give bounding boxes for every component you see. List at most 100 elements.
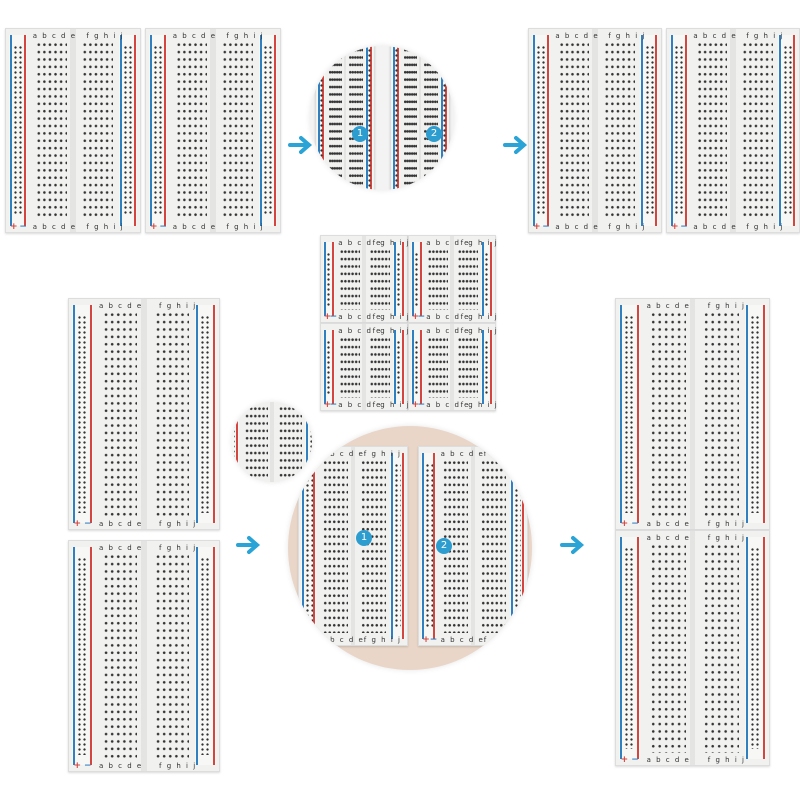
power-rail — [439, 46, 448, 190]
terminal-strip — [336, 324, 391, 410]
power-rail — [322, 242, 335, 316]
arrow-right-icon — [288, 135, 314, 155]
column-labels: a b c d e — [320, 636, 365, 644]
plus-symbol: + — [532, 222, 541, 232]
column-labels: f g h i j — [372, 401, 411, 409]
power-rail — [72, 305, 93, 523]
column-labels: a b c d e — [426, 401, 470, 409]
column-labels: a b c d e — [338, 313, 382, 321]
power-rail — [118, 35, 138, 226]
terminal-strip — [424, 236, 479, 322]
arrow-right-icon — [560, 535, 586, 555]
terminal-strip — [438, 447, 507, 645]
column-labels: f g h i j — [372, 313, 411, 321]
terminal-strip — [326, 46, 363, 190]
arrow-right-icon — [503, 135, 529, 155]
plus-symbol: + — [323, 400, 332, 410]
column-labels: f g h i j — [159, 302, 197, 310]
power-rail — [619, 537, 641, 759]
terminal-strip — [424, 324, 479, 410]
terminal-strip — [644, 299, 742, 529]
zoom-detail-circle: a b c d ef g h i ja b c d ef g h i j+−a … — [310, 46, 454, 190]
plus-symbol: + — [73, 761, 82, 771]
column-labels: f g h i j — [86, 223, 125, 231]
power-rail — [744, 305, 766, 523]
plus-symbol: + — [323, 312, 332, 322]
power-rail — [531, 35, 551, 226]
column-labels: a b c d e — [172, 223, 217, 231]
step-badge-2: 2 — [436, 538, 452, 554]
column-labels: f g h i j — [226, 32, 265, 40]
plus-symbol: + — [302, 635, 310, 645]
terminal-strip — [336, 236, 391, 322]
column-labels: a b c d e — [426, 239, 470, 247]
column-labels: a b c d e — [426, 313, 470, 321]
column-labels: f g h i j — [707, 534, 746, 542]
column-labels: a b c d e — [440, 450, 485, 458]
step-badge-1: 1 — [356, 530, 372, 546]
power-rail — [509, 453, 525, 639]
breadboard-closeup: a b c d ef g h i ja b c d ef g h i j+− — [315, 46, 375, 190]
column-labels: a b c d e — [693, 223, 738, 231]
power-rail — [410, 330, 423, 404]
plus-symbol: + — [620, 519, 629, 529]
power-rail — [258, 35, 278, 226]
column-labels: f g h i j — [460, 313, 499, 321]
column-labels: a b c d e — [646, 520, 691, 528]
power-rail — [393, 330, 406, 404]
terminal-strip — [241, 402, 304, 482]
terminal-strip — [30, 29, 116, 232]
column-labels: f g h i j — [86, 32, 125, 40]
power-rail — [777, 35, 797, 226]
column-labels: a b c d e — [440, 636, 485, 644]
column-labels: f g h i j — [483, 636, 522, 644]
column-labels: a b c d e — [99, 544, 143, 552]
arrow-right-icon — [236, 535, 262, 555]
terminal-strip — [553, 29, 638, 232]
column-labels: f g h i j — [608, 32, 646, 40]
column-labels: f g h i j — [483, 450, 522, 458]
terminal-strip — [691, 29, 776, 232]
minus-symbol: − — [159, 222, 167, 232]
step-badge-2: 2 — [426, 126, 442, 142]
power-rail — [392, 46, 401, 190]
minus-symbol: − — [329, 400, 338, 410]
minus-symbol: − — [233, 481, 241, 482]
power-rail — [744, 537, 766, 759]
power-rail — [322, 330, 335, 404]
column-labels: f g h i j — [282, 402, 312, 404]
column-labels: f g h i j — [363, 450, 402, 458]
column-labels: a b c d e — [99, 520, 143, 528]
minus-symbol: − — [309, 635, 318, 645]
power-rail — [195, 547, 216, 765]
plus-symbol: + — [10, 222, 18, 232]
power-rail — [195, 305, 216, 523]
column-labels: a b c d e — [32, 32, 77, 40]
minus-symbol: − — [429, 635, 438, 645]
minus-symbol: − — [631, 519, 639, 529]
power-rail — [410, 242, 423, 316]
terminal-strip — [96, 299, 192, 529]
minus-symbol: − — [417, 312, 426, 322]
column-labels: f g h i j — [363, 636, 402, 644]
column-labels: a b c d e — [320, 450, 365, 458]
power-rail — [389, 453, 405, 639]
column-labels: a b c d e — [172, 32, 217, 40]
power-rail — [619, 305, 641, 523]
column-labels: f g h i j — [707, 756, 746, 764]
minus-symbol: − — [680, 222, 688, 232]
column-labels: f g h i j — [460, 327, 499, 335]
column-labels: a b c d e — [646, 302, 691, 310]
column-labels: f g h i j — [372, 327, 411, 335]
plus-symbol: + — [232, 481, 233, 482]
step-badge-1: 1 — [352, 126, 368, 142]
